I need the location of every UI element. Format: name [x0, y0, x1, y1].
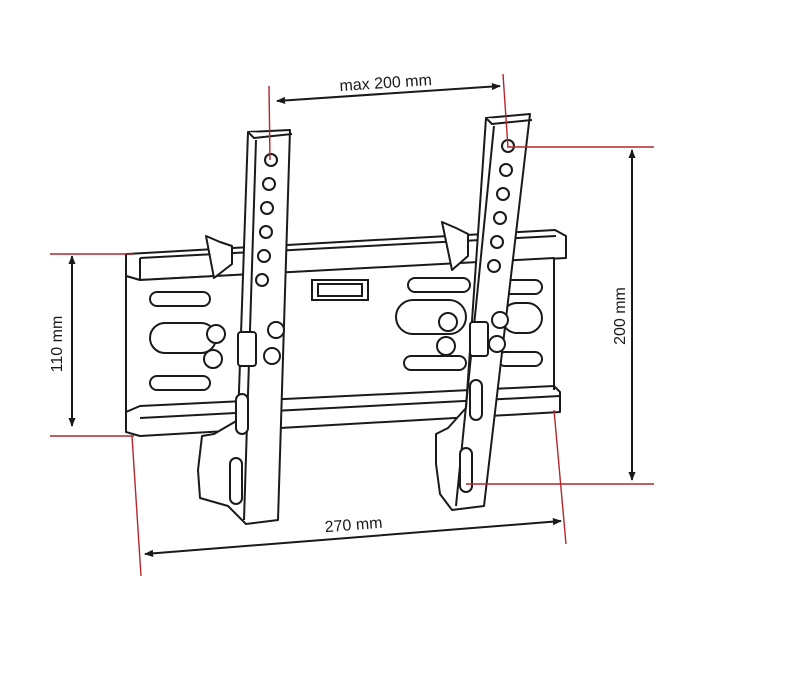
right-height-label: 200 mm	[612, 287, 629, 345]
left-height-label: 110 mm	[49, 316, 66, 373]
bottom-width-label: 270 mm	[324, 515, 383, 536]
right-tilt-arm	[435, 113, 533, 511]
wall-plate-slots	[149, 277, 543, 391]
extension-lines	[50, 73, 654, 577]
top-width-label: max 200 mm	[339, 72, 432, 95]
left-tilt-arm	[197, 129, 293, 525]
dimension-arrows	[68, 82, 636, 557]
